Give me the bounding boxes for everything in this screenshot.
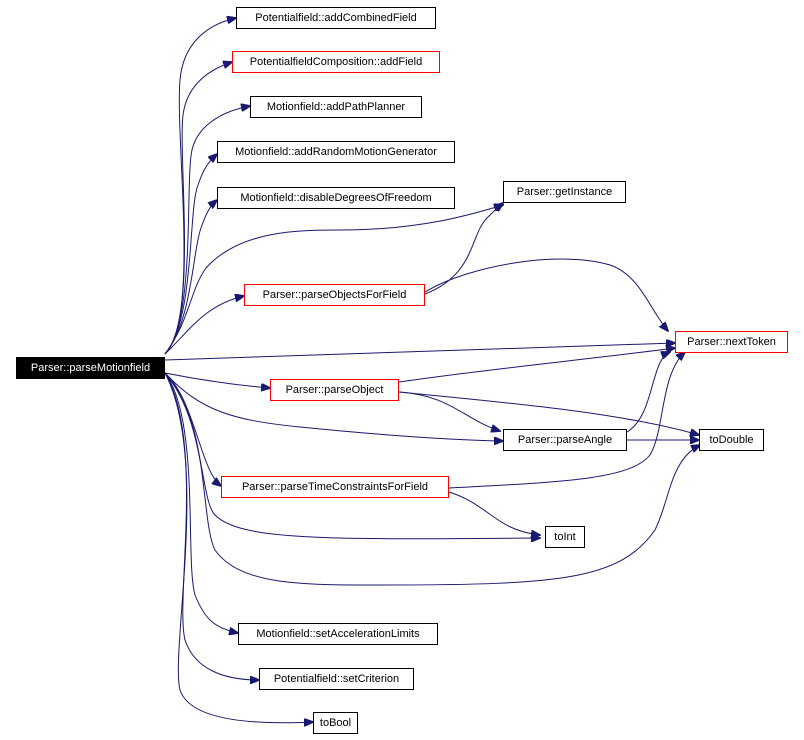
edge-parse-object-to-to-double bbox=[398, 391, 699, 435]
edges bbox=[164, 18, 700, 723]
node-parse-objects-for-field[interactable]: Parser::parseObjectsForField bbox=[244, 284, 425, 306]
node-parse-object[interactable]: Parser::parseObject bbox=[270, 379, 399, 401]
node-add-random-motion-generator[interactable]: Motionfield::addRandomMotionGenerator bbox=[217, 141, 455, 163]
edge-root-to-add-path-planner bbox=[164, 106, 250, 355]
edge-root-to-next-token bbox=[164, 343, 675, 361]
edge-root-to-to-bool bbox=[164, 372, 313, 723]
edge-root-to-set-acceleration-limits bbox=[164, 372, 238, 633]
node-set-acceleration-limits[interactable]: Motionfield::setAccelerationLimits bbox=[238, 623, 438, 645]
edge-root-to-add-random-motion-generator bbox=[164, 154, 217, 355]
node-parse-angle[interactable]: Parser::parseAngle bbox=[503, 429, 627, 451]
edge-root-to-parse-angle bbox=[164, 372, 503, 441]
node-to-bool[interactable]: toBool bbox=[313, 712, 358, 734]
edge-root-to-parse-objects-for-field bbox=[164, 296, 244, 355]
edge-root-to-get-instance bbox=[164, 205, 503, 355]
node-root-parse-motionfield: Parser::parseMotionfield bbox=[16, 357, 165, 379]
edge-root-to-to-double bbox=[164, 372, 700, 586]
edge-parse-time-constraints-for-field-to-to-int bbox=[448, 491, 540, 535]
node-next-token[interactable]: Parser::nextToken bbox=[675, 331, 788, 353]
edge-root-to-parse-object bbox=[164, 372, 270, 388]
node-to-double[interactable]: toDouble bbox=[699, 429, 764, 451]
node-add-field[interactable]: PotentialfieldComposition::addField bbox=[232, 51, 440, 73]
edge-parse-time-constraints-for-field-to-next-token bbox=[448, 352, 685, 489]
node-parse-time-constraints-for-field[interactable]: Parser::parseTimeConstraintsForField bbox=[221, 476, 449, 498]
node-add-path-planner[interactable]: Motionfield::addPathPlanner bbox=[250, 96, 422, 118]
edge-root-to-add-field bbox=[164, 62, 232, 355]
node-disable-degrees-of-freedom[interactable]: Motionfield::disableDegreesOfFreedom bbox=[217, 187, 455, 209]
node-to-int[interactable]: toInt bbox=[545, 526, 585, 548]
node-set-criterion[interactable]: Potentialfield::setCriterion bbox=[259, 668, 414, 690]
edge-parse-angle-to-next-token bbox=[626, 352, 670, 433]
edge-parse-objects-for-field-to-next-token bbox=[424, 258, 668, 331]
edge-root-to-disable-degrees-of-freedom bbox=[164, 200, 217, 355]
edge-root-to-add-combined-field bbox=[164, 18, 236, 355]
edge-parse-objects-for-field-to-get-instance bbox=[424, 203, 503, 295]
edge-parse-object-to-parse-angle bbox=[398, 391, 500, 431]
edge-parse-object-to-next-token bbox=[398, 348, 675, 383]
node-add-combined-field[interactable]: Potentialfield::addCombinedField bbox=[236, 7, 436, 29]
node-get-instance[interactable]: Parser::getInstance bbox=[503, 181, 626, 203]
